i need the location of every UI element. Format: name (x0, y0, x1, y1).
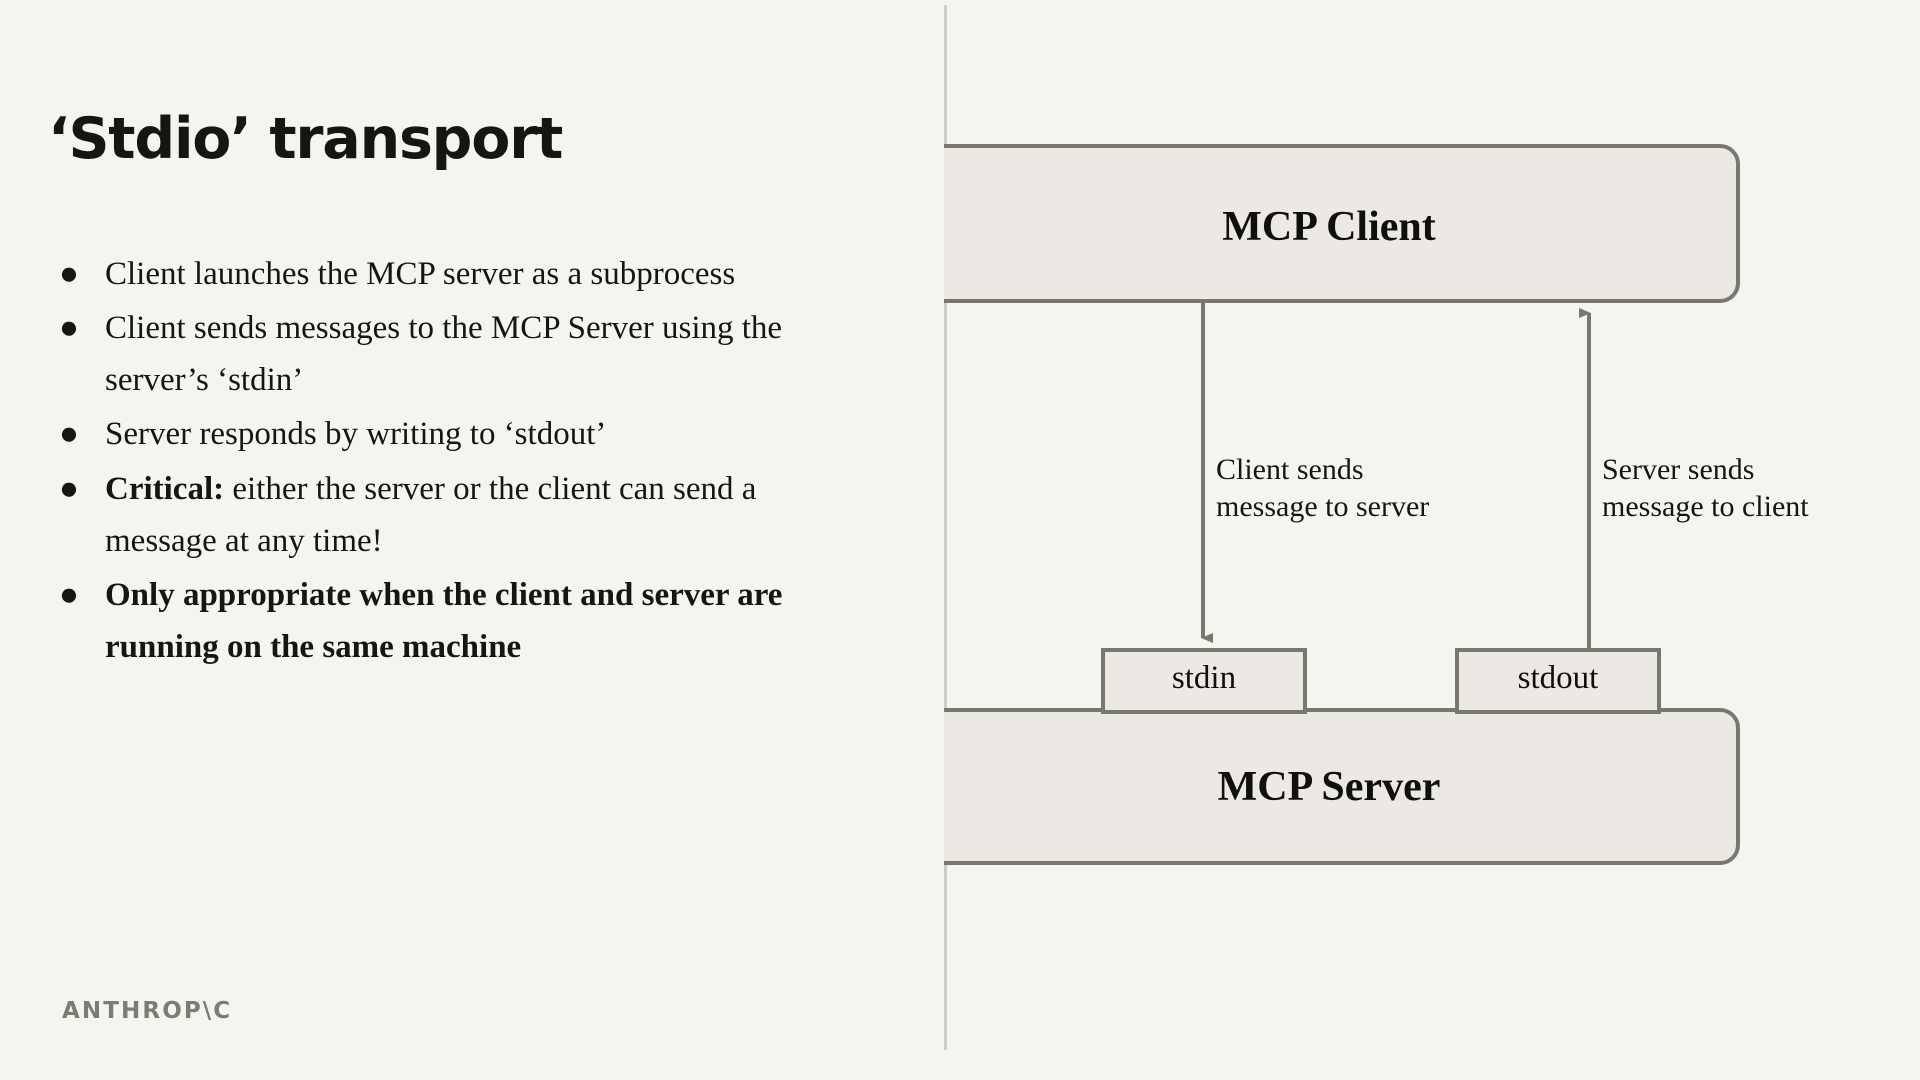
edge-label-client-to-stdin: Client sends message to server (1216, 453, 1430, 523)
bullet-list: ● Client launches the MCP server as a sub… (48, 248, 858, 675)
list-item: ● Client launches the MCP server as a sub… (48, 248, 858, 300)
list-item-text: Client launches the MCP server as a subp… (105, 256, 736, 292)
list-item: ● Client sends messages to the MCP Server… (48, 302, 858, 406)
column-divider (944, 5, 947, 1050)
anthropic-wordmark: ANTHROP\C (62, 998, 233, 1024)
list-item-text: either the server or the client can send… (105, 470, 757, 559)
bullet-dot-icon: ● (59, 310, 79, 347)
page-title: ‘Stdio’ transport (48, 106, 563, 172)
stdin-box (1101, 648, 1307, 714)
left-content-column: ‘Stdio’ transport ● Client launches the M… (0, 0, 944, 1080)
diagram-svg (944, 144, 1740, 865)
stdout-box (1455, 648, 1661, 714)
list-item-lead: Critical: (105, 470, 225, 507)
bullet-dot-icon: ● (59, 576, 79, 613)
list-item-text: Client sends messages to the MCP Server … (105, 310, 783, 399)
list-item-text: Only appropriate when the client and ser… (105, 576, 783, 665)
stdio-transport-diagram: MCP Client MCP Server stdin stdout Clien… (944, 0, 1920, 1080)
bullet-dot-icon: ● (59, 470, 79, 507)
bullet-dot-icon: ● (59, 256, 79, 292)
edge-label-stdout-to-client: Server sends message to client (1602, 453, 1809, 523)
list-item: ● Only appropriate when the client and se… (48, 569, 858, 673)
mcp-client-box (944, 144, 1740, 303)
list-item: ● Server responds by writing to ‘stdout’ (48, 408, 858, 460)
list-item: ● Critical: either the server or the clie… (48, 463, 858, 567)
mcp-server-box (944, 708, 1740, 865)
list-item-text: Server responds by writing to ‘stdout’ (105, 416, 607, 453)
bullet-dot-icon: ● (59, 416, 79, 453)
